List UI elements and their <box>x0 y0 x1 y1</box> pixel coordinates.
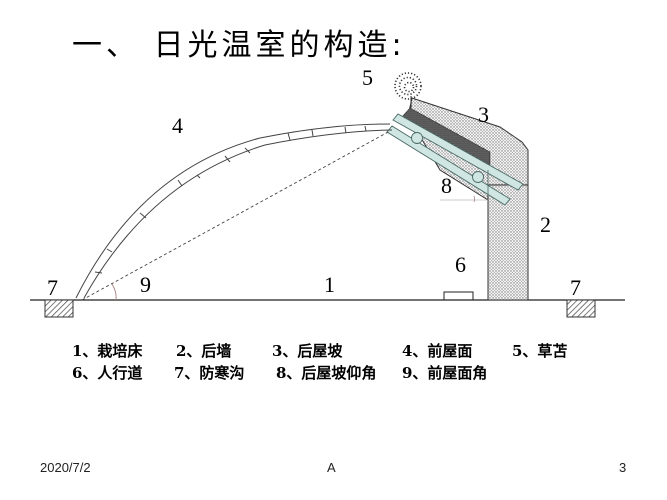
label-8: 8 <box>441 173 452 198</box>
label-9: 9 <box>140 272 151 297</box>
walkway-step <box>443 291 474 300</box>
footer-page-number: 3 <box>619 460 627 475</box>
cold-trench-right <box>566 299 596 318</box>
slide-title: 一、 日光温室的构造: <box>72 28 406 63</box>
legend-item-8: 8、后屋坡仰角 <box>276 364 377 382</box>
legend-item-7: 7、防寒沟 <box>174 364 245 382</box>
footer-center-text: A <box>327 460 336 475</box>
legend-item-2: 2、后墙 <box>176 342 232 360</box>
straw-mat-icon <box>394 72 422 100</box>
legend-row-2: 6、人行道 7、防寒沟 8、后屋坡仰角 9、前屋面角 <box>72 362 567 384</box>
label-7-right: 7 <box>570 275 581 300</box>
legend-item-6: 6、人行道 <box>72 364 143 382</box>
legend-row-1: 1、栽培床 2、后墙 3、后屋坡 4、前屋面 5、草苫 <box>72 340 567 362</box>
front-roof-chord <box>81 130 391 301</box>
legend-item-4: 4、前屋面 <box>402 342 473 360</box>
front-roof-arch <box>75 123 393 299</box>
legend-item-3: 3、后屋坡 <box>272 342 343 360</box>
legend: 1、栽培床 2、后墙 3、后屋坡 4、前屋面 5、草苫 6、人行道 7、防寒沟 … <box>72 340 567 384</box>
legend-item-5: 5、草苫 <box>512 342 568 360</box>
label-6: 6 <box>455 252 466 277</box>
legend-item-9: 9、前屋面角 <box>402 364 488 382</box>
label-5: 5 <box>362 65 373 90</box>
roof-slats <box>386 113 524 206</box>
footer-date: 2020/7/2 <box>40 460 91 475</box>
back-wall <box>487 184 529 301</box>
label-1: 1 <box>324 272 335 297</box>
label-2: 2 <box>540 212 551 237</box>
legend-item-1: 1、栽培床 <box>72 342 143 360</box>
label-3: 3 <box>478 102 489 127</box>
label-4: 4 <box>172 113 183 138</box>
cold-trench-left <box>44 299 74 318</box>
label-7-left: 7 <box>47 275 58 300</box>
